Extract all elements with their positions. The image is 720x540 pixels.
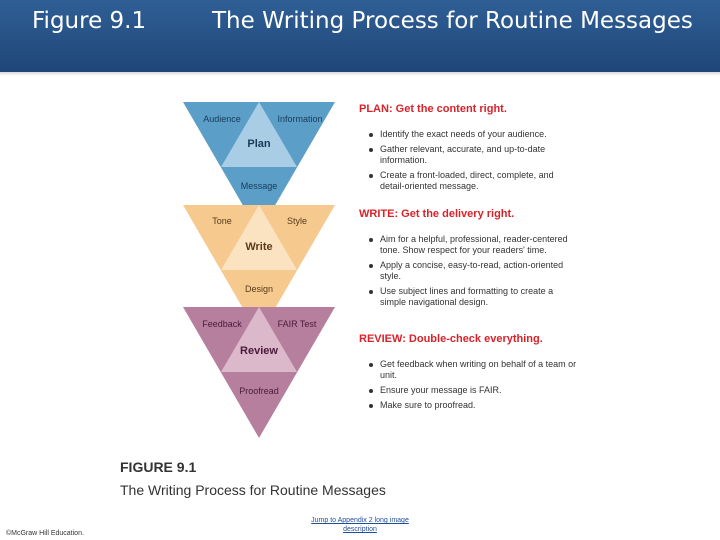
plan-heading: PLAN: Get the content right. [359, 103, 507, 115]
plan-center-label: Plan [247, 138, 271, 150]
plan-bullet-list: Identify the exact needs of your audienc… [369, 129, 580, 196]
figure-caption-label: FIGURE 9.1 [120, 459, 197, 475]
write-outer-triangle [183, 205, 335, 336]
stage-review: Feedback FAIR Test Review Proofread [183, 307, 335, 438]
review-center-label: Review [240, 345, 278, 357]
review-bottom-label: Proofread [239, 386, 279, 396]
plan-inner-triangle [221, 102, 297, 167]
review-right-label: FAIR Test [278, 319, 317, 329]
slide-title: The Writing Process for Routine Messages [212, 8, 693, 34]
list-item: Identify the exact needs of your audienc… [369, 129, 580, 140]
write-center-label: Write [245, 241, 272, 253]
write-right-label: Style [287, 216, 307, 226]
review-bullet-list: Get feedback when writing on behalf of a… [369, 359, 580, 415]
title-bar: Figure 9.1 The Writing Process for Routi… [0, 0, 720, 72]
figure-caption-text: The Writing Process for Routine Messages [120, 482, 386, 498]
plan-bottom-label: Message [241, 181, 278, 191]
list-item: Apply a concise, easy-to-read, action-or… [369, 260, 580, 282]
write-bullet-list: Aim for a helpful, professional, reader-… [369, 234, 580, 312]
write-bottom-label: Design [245, 284, 273, 294]
write-left-label: Tone [212, 216, 232, 226]
plan-right-label: Information [277, 114, 322, 124]
review-inner-triangle [221, 307, 297, 372]
figure-number: Figure 9.1 [32, 8, 147, 34]
review-left-label: Feedback [202, 319, 242, 329]
list-item: Get feedback when writing on behalf of a… [369, 359, 580, 381]
review-heading: REVIEW: Double-check everything. [359, 333, 543, 345]
stage-write: Tone Style Write Design [183, 205, 335, 336]
list-item: Aim for a helpful, professional, reader-… [369, 234, 580, 256]
copyright-notice: ©McGraw Hill Education. [6, 530, 84, 537]
write-heading: WRITE: Get the delivery right. [359, 208, 515, 220]
list-item: Create a front-loaded, direct, complete,… [369, 170, 580, 192]
list-item: Gather relevant, accurate, and up-to-dat… [369, 144, 580, 166]
list-item: Use subject lines and formatting to crea… [369, 286, 580, 308]
title-bar-shadow [0, 72, 720, 76]
plan-left-label: Audience [203, 114, 241, 124]
list-item: Ensure your message is FAIR. [369, 385, 580, 396]
long-description-link[interactable]: Jump to Appendix 2 long image descriptio… [311, 517, 409, 533]
plan-outer-triangle [183, 102, 335, 233]
write-inner-triangle [221, 205, 297, 270]
stage-plan: Audience Information Plan Message [183, 102, 335, 233]
list-item: Make sure to proofread. [369, 400, 580, 411]
review-outer-triangle [183, 307, 335, 438]
